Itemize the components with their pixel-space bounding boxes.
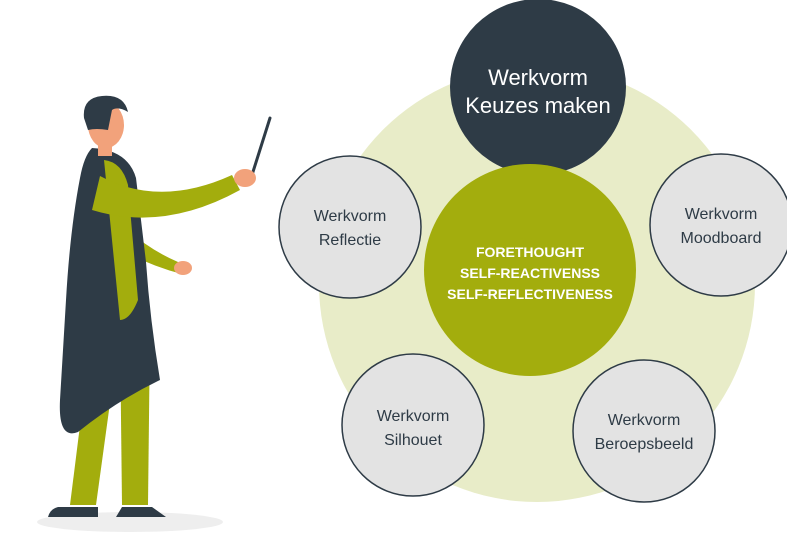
moodboard-circle-shape <box>649 153 787 297</box>
back-hand <box>174 261 192 275</box>
reflectie-line1: Werkvorm <box>314 208 387 225</box>
beroepsbeeld-line2: Beroepsbeeld <box>595 436 694 453</box>
silhouet-line2: Silhouet <box>384 432 442 449</box>
center-line1: FORETHOUGHT <box>476 244 585 260</box>
top-circle-line2: Keuzes maken <box>465 93 611 118</box>
left-shoe <box>48 507 98 517</box>
pointer-stick <box>250 116 272 177</box>
reflectie-circle: Werkvorm Reflectie <box>278 155 422 299</box>
moodboard-line2: Moodboard <box>681 230 762 247</box>
center-circle: FORETHOUGHT SELF-REACTIVENSS SELF-REFLEC… <box>424 164 636 376</box>
moodboard-line1: Werkvorm <box>685 206 758 223</box>
framework-diagram: Werkvorm Keuzes maken Werkvorm Reflectie… <box>278 0 787 503</box>
beroepsbeeld-line1: Werkvorm <box>608 412 681 429</box>
silhouet-line1: Werkvorm <box>377 408 450 425</box>
reflectie-line2: Reflectie <box>319 232 381 249</box>
right-shoe <box>116 507 166 517</box>
silhouet-circle: Werkvorm Silhouet <box>341 353 485 497</box>
presenter-illustration <box>37 95 272 532</box>
reflectie-circle-shape <box>278 155 422 299</box>
top-circle-shape <box>450 0 626 175</box>
moodboard-circle: Werkvorm Moodboard <box>649 153 787 297</box>
top-circle: Werkvorm Keuzes maken <box>450 0 626 175</box>
front-hand <box>234 169 256 187</box>
coat <box>59 148 160 434</box>
center-line2: SELF-REACTIVENSS <box>460 265 600 281</box>
front-arm <box>92 175 240 218</box>
beroepsbeeld-circle-shape <box>572 359 716 503</box>
center-circle-shape <box>424 164 636 376</box>
hair <box>83 95 128 130</box>
top-circle-line1: Werkvorm <box>488 65 588 90</box>
silhouet-circle-shape <box>341 353 485 497</box>
beroepsbeeld-circle: Werkvorm Beroepsbeeld <box>572 359 716 503</box>
center-line3: SELF-REFLECTIVENESS <box>447 286 613 302</box>
